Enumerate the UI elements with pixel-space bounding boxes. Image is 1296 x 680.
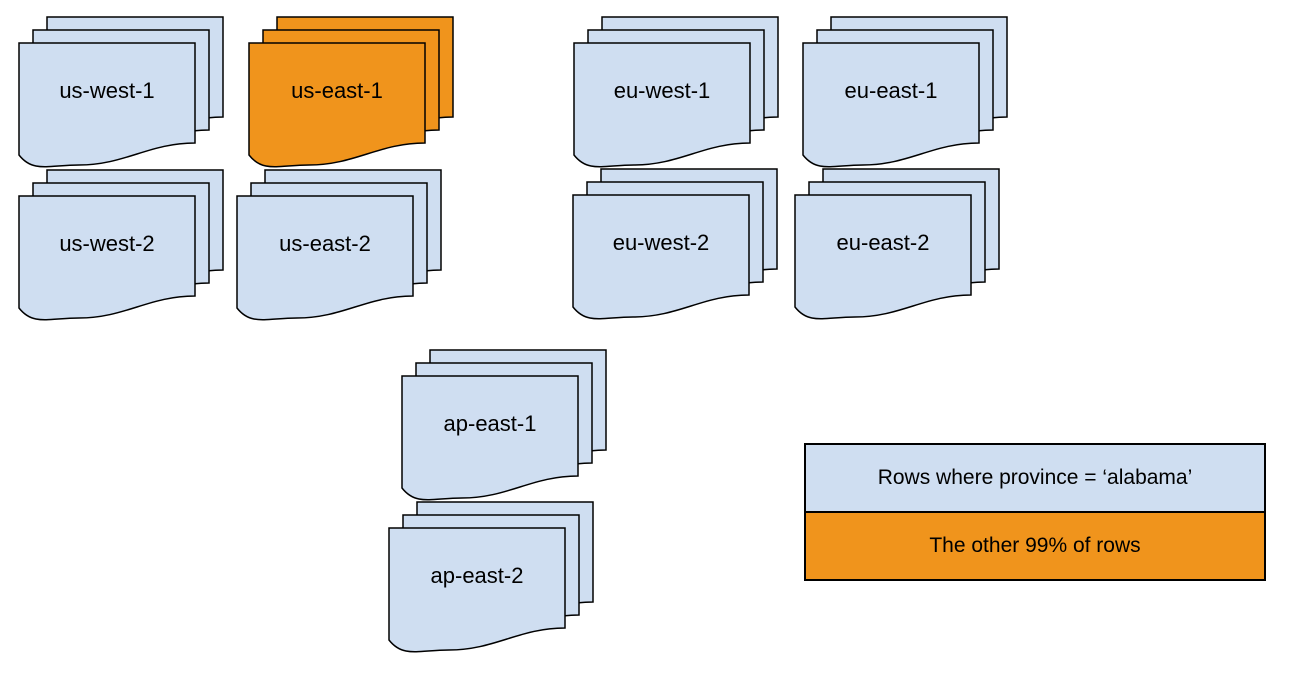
document-page-front-icon	[802, 42, 980, 168]
document-stack-icon	[248, 16, 454, 168]
document-stack-icon	[236, 169, 442, 321]
region-label: us-west-2	[59, 231, 155, 256]
document-page-front-icon	[236, 195, 414, 321]
document-page-front-icon	[248, 42, 426, 168]
legend-item-other-rows: The other 99% of rows	[806, 511, 1264, 579]
region-label: us-west-1	[59, 78, 155, 103]
region-label: eu-west-1	[613, 78, 711, 103]
document-page-front-icon	[401, 375, 579, 501]
document-stack-eu-east-2: eu-east-2	[794, 168, 1000, 325]
legend-item-alabama-label: Rows where province = ‘alabama’	[877, 466, 1193, 489]
document-stack-icon	[572, 168, 778, 320]
document-stack-icon	[401, 349, 607, 501]
document-stack-us-east-1: us-east-1	[248, 16, 454, 173]
document-stack-ap-east-2: ap-east-2	[388, 501, 594, 658]
document-stack-icon	[794, 168, 1000, 320]
region-label: eu-west-2	[612, 230, 710, 255]
document-stack-eu-west-2: eu-west-2	[572, 168, 778, 325]
document-page-front-icon	[572, 194, 750, 320]
region-label: us-east-2	[279, 231, 371, 256]
document-page-front-icon	[573, 42, 751, 168]
document-stack-eu-east-1: eu-east-1	[802, 16, 1008, 173]
document-stack-icon	[388, 501, 594, 653]
document-stack-ap-east-1: ap-east-1	[401, 349, 607, 506]
document-stack-us-west-1: us-west-1	[18, 16, 224, 173]
document-page-front-icon	[18, 42, 196, 168]
document-stack-icon	[802, 16, 1008, 168]
region-label: ap-east-1	[443, 411, 537, 436]
region-label: eu-east-2	[836, 230, 930, 255]
legend: Rows where province = ‘alabama’ The othe…	[804, 443, 1266, 581]
document-page-front-icon	[18, 195, 196, 321]
document-stack-icon	[18, 16, 224, 168]
document-stack-us-west-2: us-west-2	[18, 169, 224, 326]
legend-item-alabama-rows: Rows where province = ‘alabama’	[806, 445, 1264, 511]
document-page-front-icon	[794, 194, 972, 320]
region-label: us-east-1	[291, 78, 383, 103]
legend-item-other-label: The other 99% of rows	[929, 534, 1141, 557]
document-stack-us-east-2: us-east-2	[236, 169, 442, 326]
document-page-front-icon	[388, 527, 566, 653]
region-label: ap-east-2	[430, 563, 524, 588]
region-label: eu-east-1	[844, 78, 938, 103]
document-stack-eu-west-1: eu-west-1	[573, 16, 779, 173]
document-stack-icon	[18, 169, 224, 321]
document-stack-icon	[573, 16, 779, 168]
